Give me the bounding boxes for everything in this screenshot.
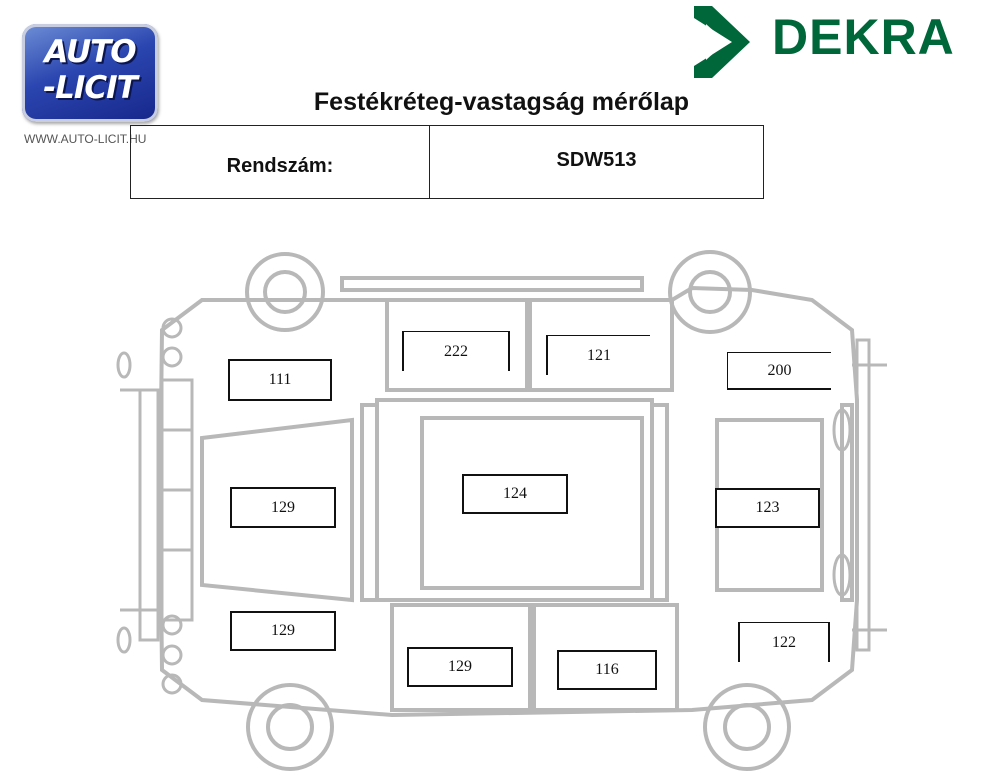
- car-body-diagram: [116, 250, 887, 771]
- measurement-rear-left-fender: 200: [727, 352, 831, 390]
- auto-licit-logo-line1: AUTO: [44, 34, 136, 70]
- measurement-rear-left-door: 121: [546, 335, 650, 375]
- measurement-rear-right-fender: 122: [738, 622, 830, 662]
- measurement-roof: 124: [462, 474, 568, 514]
- measurement-front-left-door: 222: [402, 331, 510, 371]
- website-url: WWW.AUTO-LICIT.HU: [24, 132, 147, 146]
- registration-value: SDW513: [556, 148, 637, 171]
- page-title: Festékréteg-vastagság mérőlap: [313, 88, 690, 116]
- measurement-hood: 129: [230, 487, 336, 528]
- measurement-rear-right-door: 116: [557, 650, 657, 690]
- registration-table: Rendszám: SDW513: [130, 125, 764, 199]
- registration-label: Rendszám:: [131, 126, 430, 198]
- measurement-front-left-fender: 111: [228, 359, 332, 401]
- dekra-logo-text: DEKRA: [772, 9, 955, 65]
- dekra-chevron-icon: [694, 6, 750, 78]
- measurement-front-right-door: 129: [407, 647, 513, 687]
- measurement-trunk-lid: 123: [715, 488, 820, 528]
- measurement-front-right-fender: 129: [230, 611, 336, 651]
- auto-licit-logo-line2: -LICIT: [43, 70, 138, 106]
- auto-licit-logo: AUTO -LICIT: [22, 24, 158, 122]
